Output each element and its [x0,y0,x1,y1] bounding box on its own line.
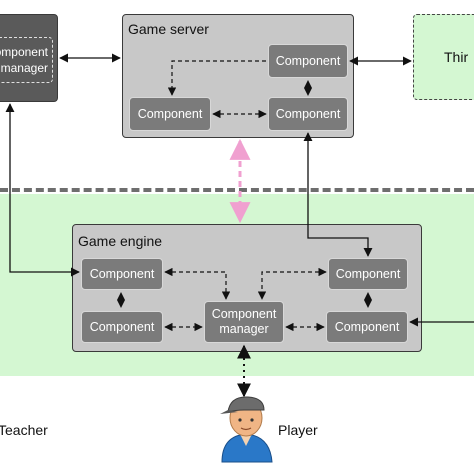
teacher-system-box: Component manager [0,14,58,102]
server-top-to-left-link [167,60,266,96]
player-icon [220,396,273,463]
teacher-component-manager: Component manager [0,37,53,83]
teacher-label: Teacher [0,422,48,438]
engine-component-bottom-right[interactable]: Component [326,311,408,343]
game-server-title: Game server [128,21,209,37]
teacher-to-engine-link [5,103,80,277]
engine-left-diamond [117,292,125,308]
third-party-label: Thir [444,49,469,65]
engine-component-manager[interactable]: Component manager [204,301,284,343]
server-component-bottom-right[interactable]: Component [268,97,348,131]
engine-component-top-right[interactable]: Component [328,258,408,290]
server-component-bottom-left[interactable]: Component [129,97,211,131]
engine-topright-to-manager [257,267,327,300]
engine-component-top-left[interactable]: Component [81,258,163,290]
third-party-box: Thir [413,14,474,100]
server-component-top-right[interactable]: Component [268,44,348,78]
server-diamond-link [304,80,312,96]
player-label: Player [278,422,318,438]
game-engine-title: Game engine [78,233,163,249]
server-to-engine-link [303,132,373,257]
engine-topleft-to-manager [164,267,231,300]
engine-component-bottom-left[interactable]: Component [81,311,163,343]
engine-right-diamond [364,292,372,308]
